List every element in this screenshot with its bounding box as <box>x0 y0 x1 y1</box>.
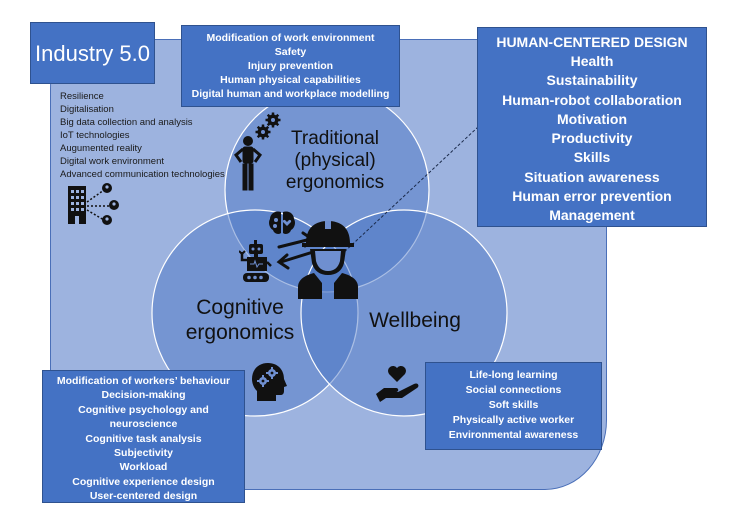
cognitive-ergonomics-label: Cognitive ergonomics <box>165 295 315 345</box>
hcd-title: HUMAN-CENTERED DESIGN <box>496 34 688 50</box>
wellbeing-item: Environmental awareness <box>448 429 579 441</box>
hcd-item: Human-robot collaboration <box>502 91 682 108</box>
hcd-item: Health <box>570 53 614 69</box>
label-line: ergonomics <box>285 172 385 193</box>
hcd-item: Skills <box>573 149 611 166</box>
industry-title: Industry 5.0 <box>35 41 150 66</box>
cognitive-item: Cognitive task analysis <box>85 432 202 445</box>
label-line: Cognitive <box>196 296 284 319</box>
wellbeing-item: Soft skills <box>488 399 539 411</box>
industry-item: Digital work environment <box>60 156 165 167</box>
brain-icon <box>269 211 295 234</box>
cognitive-item: neuroscience <box>109 418 178 431</box>
label-line: (physical) <box>294 150 376 171</box>
physical-ergonomics-box: Modification of work environment Safety … <box>181 25 400 107</box>
industry-item: Augumented reality <box>60 143 142 154</box>
cognitive-ergonomics-box: Modification of workers’ behaviour Decis… <box>42 370 245 503</box>
cognitive-item: Decision-making <box>101 389 186 402</box>
industry-item: Digitalisation <box>60 104 114 115</box>
hcd-item: Sustainability <box>546 72 638 89</box>
dashed-connector <box>340 126 479 256</box>
wellbeing-item: Physically active worker <box>452 414 575 426</box>
cognitive-item: User-centered design <box>89 490 198 503</box>
hcd-item: Human error prevention <box>512 188 672 205</box>
hcd-item: Management <box>549 207 635 224</box>
wellbeing-item: Social connections <box>465 384 562 396</box>
physical-ergonomics-label: Traditional (physical) ergonomics <box>270 128 400 194</box>
physical-item: Digital human and workplace modelling <box>191 88 390 100</box>
cognitive-item: Workload <box>119 461 168 474</box>
building-network-icon <box>68 183 119 225</box>
gears-icon <box>255 112 281 140</box>
human-centered-design-box: HUMAN-CENTERED DESIGN Health Sustainabil… <box>477 27 707 227</box>
heart-hand-icon <box>376 366 419 402</box>
cognitive-item: Subjectivity <box>114 447 173 460</box>
physical-item: Human physical capabilities <box>220 74 361 86</box>
industry-item: Advanced communication technologies <box>60 169 225 180</box>
industry-list: Resilience Digitalisation Big data colle… <box>60 90 225 181</box>
industry-title-box: Industry 5.0 <box>30 22 155 84</box>
robot-icon <box>239 240 272 282</box>
physical-item: Injury prevention <box>247 60 334 72</box>
label-line: Traditional <box>290 128 379 149</box>
label-line: ergonomics <box>185 321 295 344</box>
wellbeing-box: Life-long learning Social connections So… <box>425 362 602 450</box>
wellbeing-label: Wellbeing <box>369 309 461 332</box>
cognitive-item: Cognitive psychology and <box>78 403 209 416</box>
hcd-item: Situation awareness <box>524 168 660 185</box>
head-gears-icon <box>252 363 287 401</box>
hcd-item: Motivation <box>557 110 627 127</box>
cognitive-item: Cognitive experience design <box>72 475 215 488</box>
cognitive-item: Modification of workers’ behaviour <box>56 375 231 387</box>
industry-item: Resilience <box>60 91 104 102</box>
hcd-item: Productivity <box>551 130 633 147</box>
industry-item: IoT technologies <box>60 130 130 141</box>
physical-item: Modification of work environment <box>206 32 375 44</box>
worker-icon <box>298 221 358 299</box>
physical-item: Safety <box>274 46 307 58</box>
circle-cognitive <box>151 209 359 417</box>
industry-item: Big data collection and analysis <box>60 117 193 128</box>
human-figure-icon <box>233 136 263 191</box>
wellbeing-item: Life-long learning <box>469 369 558 381</box>
